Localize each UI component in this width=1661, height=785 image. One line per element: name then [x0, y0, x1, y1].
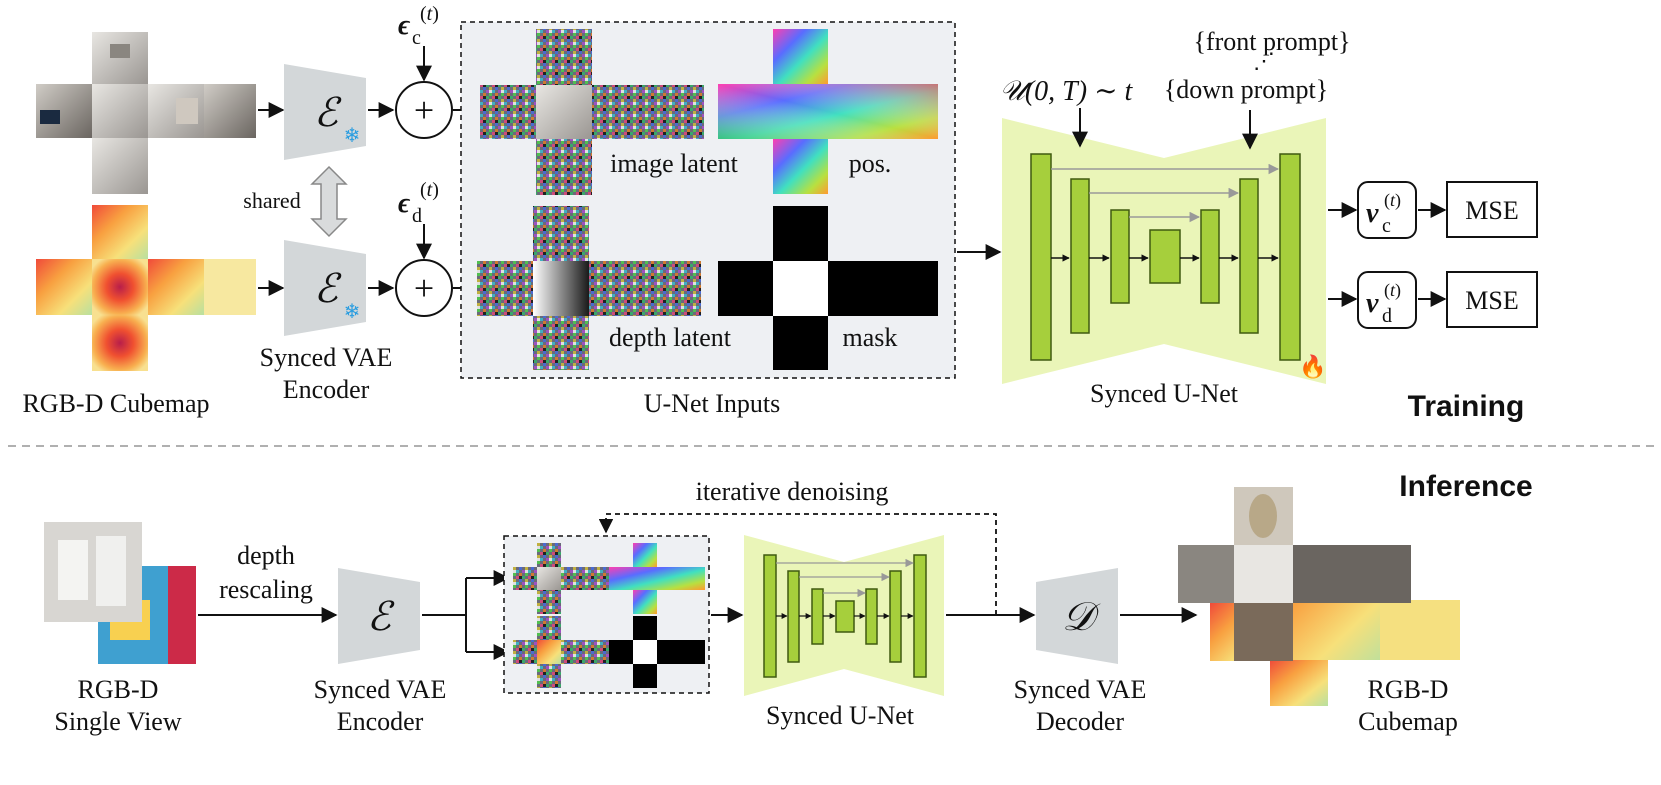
image-latent-label: image latent: [610, 149, 739, 178]
depth-cubemap-image: [36, 205, 256, 371]
output-vc-box: [1357, 181, 1417, 239]
svg-text:ϵ: ϵ: [398, 10, 411, 41]
training-section-label: Training: [1408, 390, 1525, 423]
synced-unet-inference: [744, 535, 944, 696]
plus-node-bottom: [395, 259, 453, 317]
svg-text:(t): (t): [1384, 280, 1401, 301]
plus-sign: +: [414, 90, 434, 130]
inference-section-label: Inference: [1399, 470, 1532, 503]
snowflake-icon: ❄: [344, 301, 361, 323]
depth-rescaling-line1: depth: [237, 541, 295, 570]
depth-latent-label: depth latent: [609, 323, 732, 352]
output-vd-box: [1357, 271, 1417, 329]
fire-icon: 🔥: [1299, 354, 1326, 379]
pos-label: pos.: [849, 149, 892, 178]
plus-sign: +: [414, 268, 434, 308]
output-vc-label: v c (t): [1366, 190, 1401, 237]
single-view-label-line2: Single View: [54, 707, 181, 736]
depth-rescaling-line2: rescaling: [219, 575, 313, 604]
encoder-top: ℰ ❄: [284, 64, 366, 160]
inference-encoder-line1: Synced VAE: [314, 675, 447, 704]
decoder-inference: 𝒟: [1036, 568, 1118, 664]
output-cubemap-label-line2: Cubemap: [1358, 707, 1458, 736]
svg-text:v: v: [1366, 288, 1379, 319]
mse-label: MSE: [1465, 196, 1518, 225]
unet-inputs-label: U-Net Inputs: [644, 389, 780, 418]
unet-training-label: Synced U-Net: [1090, 379, 1239, 408]
encoder-symbol: ℰ: [314, 266, 342, 311]
noise-c-label: ϵ c (t): [398, 3, 439, 49]
inference-pos-cross: [609, 543, 705, 614]
unet-inference-label: Synced U-Net: [766, 701, 915, 730]
svg-text:c: c: [412, 27, 421, 49]
output-cubemap-image: [1178, 487, 1460, 706]
encoder-inference: ℰ: [338, 568, 420, 664]
plus-node-top: [395, 81, 453, 139]
mse-label: MSE: [1465, 286, 1518, 315]
prompt-front-label: {front prompt}: [1193, 27, 1350, 56]
depth-latent-cross: [477, 206, 701, 370]
svg-text:c: c: [1382, 215, 1391, 237]
encoder-bottom: ℰ ❄: [284, 240, 366, 336]
mask-cross: [718, 206, 938, 370]
encoder-label-line1: Synced VAE: [260, 343, 393, 372]
output-vd-label: v d (t): [1366, 280, 1401, 327]
prompt-down-label: {down prompt}: [1164, 75, 1328, 104]
prompt-ellipsis: ⋰: [1253, 48, 1275, 73]
inference-image-latent-cross: [513, 543, 609, 614]
iterative-denoising-label: iterative denoising: [696, 477, 889, 506]
inference-mask-cross: [609, 616, 705, 688]
svg-text:(t): (t): [420, 179, 439, 201]
mse-box-bottom: [1446, 271, 1538, 328]
shared-label: shared: [243, 188, 300, 213]
decoder-label-line2: Decoder: [1036, 707, 1124, 736]
encoder-label-line2: Encoder: [283, 375, 370, 404]
inference-encoder-line2: Encoder: [337, 707, 424, 736]
image-latent-cross: [480, 29, 704, 195]
inference-inputs-box: [503, 535, 710, 694]
svg-text:(t): (t): [420, 3, 439, 25]
svg-text:d: d: [412, 205, 422, 227]
svg-text:d: d: [1382, 305, 1392, 327]
rgbd-single-view-image: [44, 522, 196, 664]
timestep-label: 𝒰(0, T) ∼ t: [1000, 76, 1134, 107]
svg-text:v: v: [1366, 198, 1379, 229]
synced-unet-training: [1002, 118, 1326, 384]
noise-d-label: ϵ d (t): [398, 179, 439, 227]
rgb-cubemap-image: [36, 32, 256, 194]
mask-label: mask: [843, 323, 898, 352]
snowflake-icon: ❄: [344, 125, 361, 147]
single-view-label-line1: RGB-D: [78, 675, 159, 704]
output-cubemap-label-line1: RGB-D: [1368, 675, 1449, 704]
inference-depth-latent-cross: [513, 616, 609, 688]
encoder-symbol: ℰ: [314, 90, 342, 135]
mse-box-top: [1446, 181, 1538, 238]
svg-text:ϵ: ϵ: [398, 188, 411, 219]
positional-encoding-cross: [718, 29, 938, 194]
encoder-symbol: ℰ: [367, 594, 395, 639]
rgbd-cubemap-label: RGB-D Cubemap: [22, 389, 209, 418]
shared-double-arrow: [310, 165, 348, 238]
svg-text:(t): (t): [1384, 190, 1401, 211]
iterative-denoising-loop: [598, 513, 997, 615]
decoder-label-line1: Synced VAE: [1014, 675, 1147, 704]
